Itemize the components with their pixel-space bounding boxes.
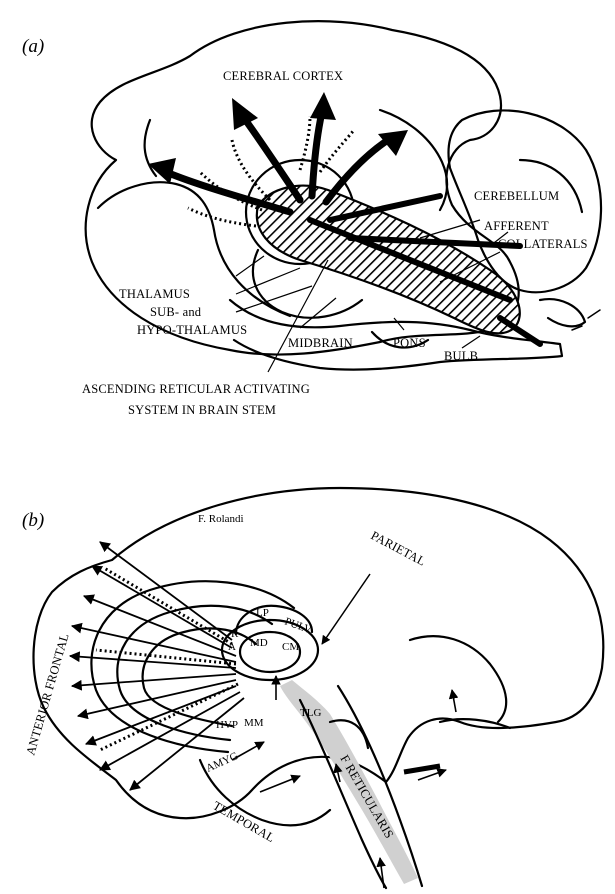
label-hvp: HVP xyxy=(216,719,238,731)
cerebellum-fold xyxy=(520,160,582,212)
occipital-bend xyxy=(410,636,506,722)
label-afferent: AFFERENT xyxy=(484,219,549,233)
label-midbrain: MIDBRAIN xyxy=(288,336,353,350)
label-collaterals: COLLATERALS xyxy=(498,237,588,251)
thalamic-inputs xyxy=(232,676,456,888)
spinal-mark xyxy=(404,766,440,772)
label-aras-line2: SYSTEM IN BRAIN STEM xyxy=(128,403,276,417)
label-cm: CM xyxy=(282,641,299,653)
label-lp: LP xyxy=(256,607,269,619)
frontal-projections xyxy=(70,542,244,790)
label-pulv: PULV. xyxy=(283,616,315,637)
panel-a-tag: (a) xyxy=(22,36,44,57)
label-mm: MM xyxy=(244,717,264,729)
label-cerebellum: CEREBELLUM xyxy=(474,189,559,203)
label-sub-and: SUB- and xyxy=(150,305,202,319)
panel-b: (b) xyxy=(22,488,603,888)
label-f-rolandi: F. Rolandi xyxy=(198,513,244,525)
panel-a: (a) xyxy=(22,21,601,417)
label-tlg: TLG xyxy=(300,707,321,719)
label-aras-line1: ASCENDING RETICULAR ACTIVATING xyxy=(82,382,310,396)
label-thalamus: THALAMUS xyxy=(119,287,190,301)
label-md: MD xyxy=(250,637,268,649)
label-hypo-thalamus: HYPO-THALAMUS xyxy=(137,323,247,337)
panel-b-tag: (b) xyxy=(22,510,44,531)
label-cerebral-cortex: CEREBRAL CORTEX xyxy=(223,69,343,83)
cerebellum-lower xyxy=(540,299,585,326)
label-r: R xyxy=(231,628,239,640)
parietal-leader xyxy=(322,574,370,644)
label-a: A xyxy=(228,641,236,653)
label-amyg: AMYG xyxy=(204,750,240,775)
label-parietal: PARIETAL xyxy=(369,528,428,568)
label-pons: PONS xyxy=(393,336,426,350)
label-f-reticularis: F RETICULARIS xyxy=(337,753,396,841)
label-bulb: BULB xyxy=(444,349,478,363)
